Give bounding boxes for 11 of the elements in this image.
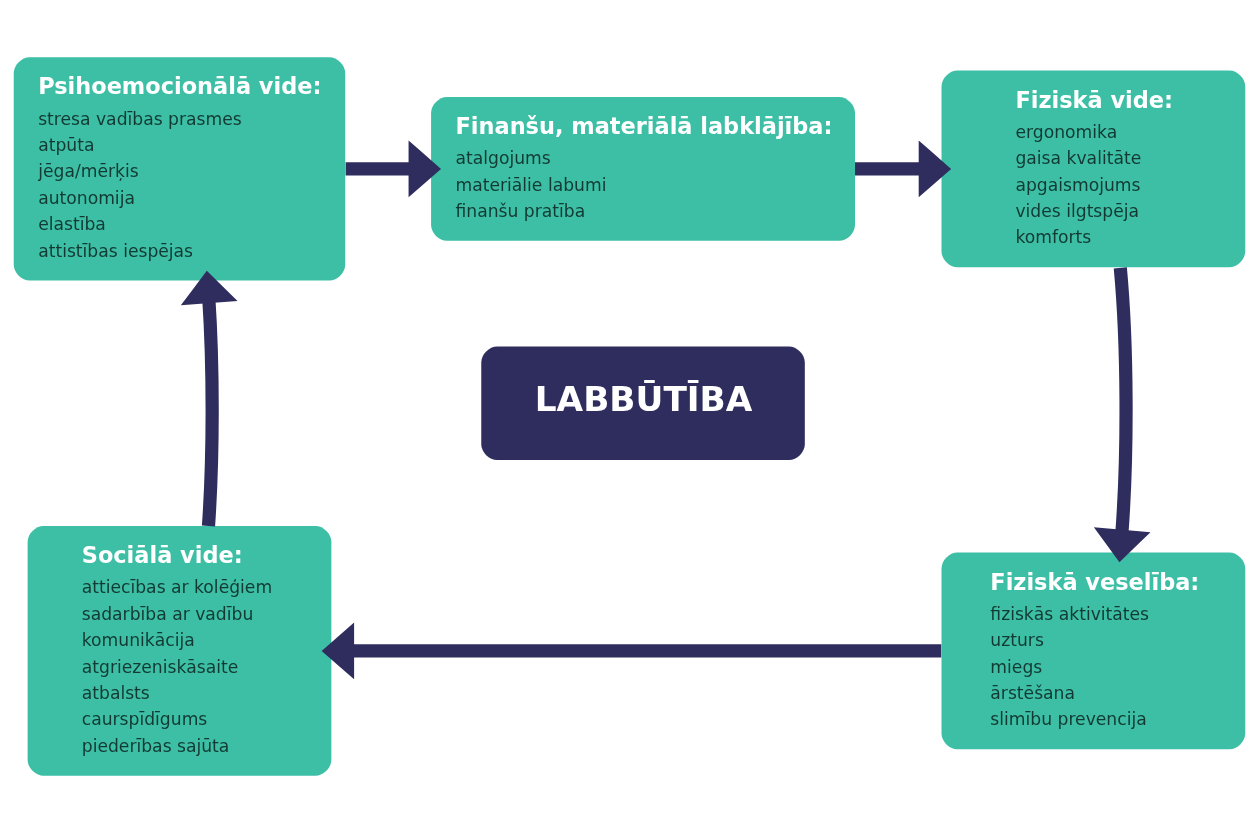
arrow [1093,266,1151,562]
node-box: Fiziskā vide: ergonomika gaisa kvalitāte apgaismojums vides ilgtspēja komforts [941,70,1246,267]
node-box: Fiziskā veselība: fiziskās aktivitātes uzturs miegs ārstēšana slimību prevencija [941,552,1246,749]
node-box: Psihoemocionālā vide: stresa vadības prasmes atpūta jēga/mērķis autonomija elastība attistības iespējas [13,56,346,280]
node-box: Finanšu, materiālā labklājība: atalgojums materiālie labumi finanšu pratība [431,96,855,241]
arrow [855,139,952,197]
node-box: Sociālā vide: attiecības ar kolēģiem sadarbība ar vadību komunikācija atgriezeniskāsaite atbalsts caurspīdīgums piederības sajūta [27,525,332,776]
arrow [345,139,442,197]
node-box: LABBŪTĪBA [481,346,805,460]
arrow [321,622,942,679]
arrow [180,270,238,526]
